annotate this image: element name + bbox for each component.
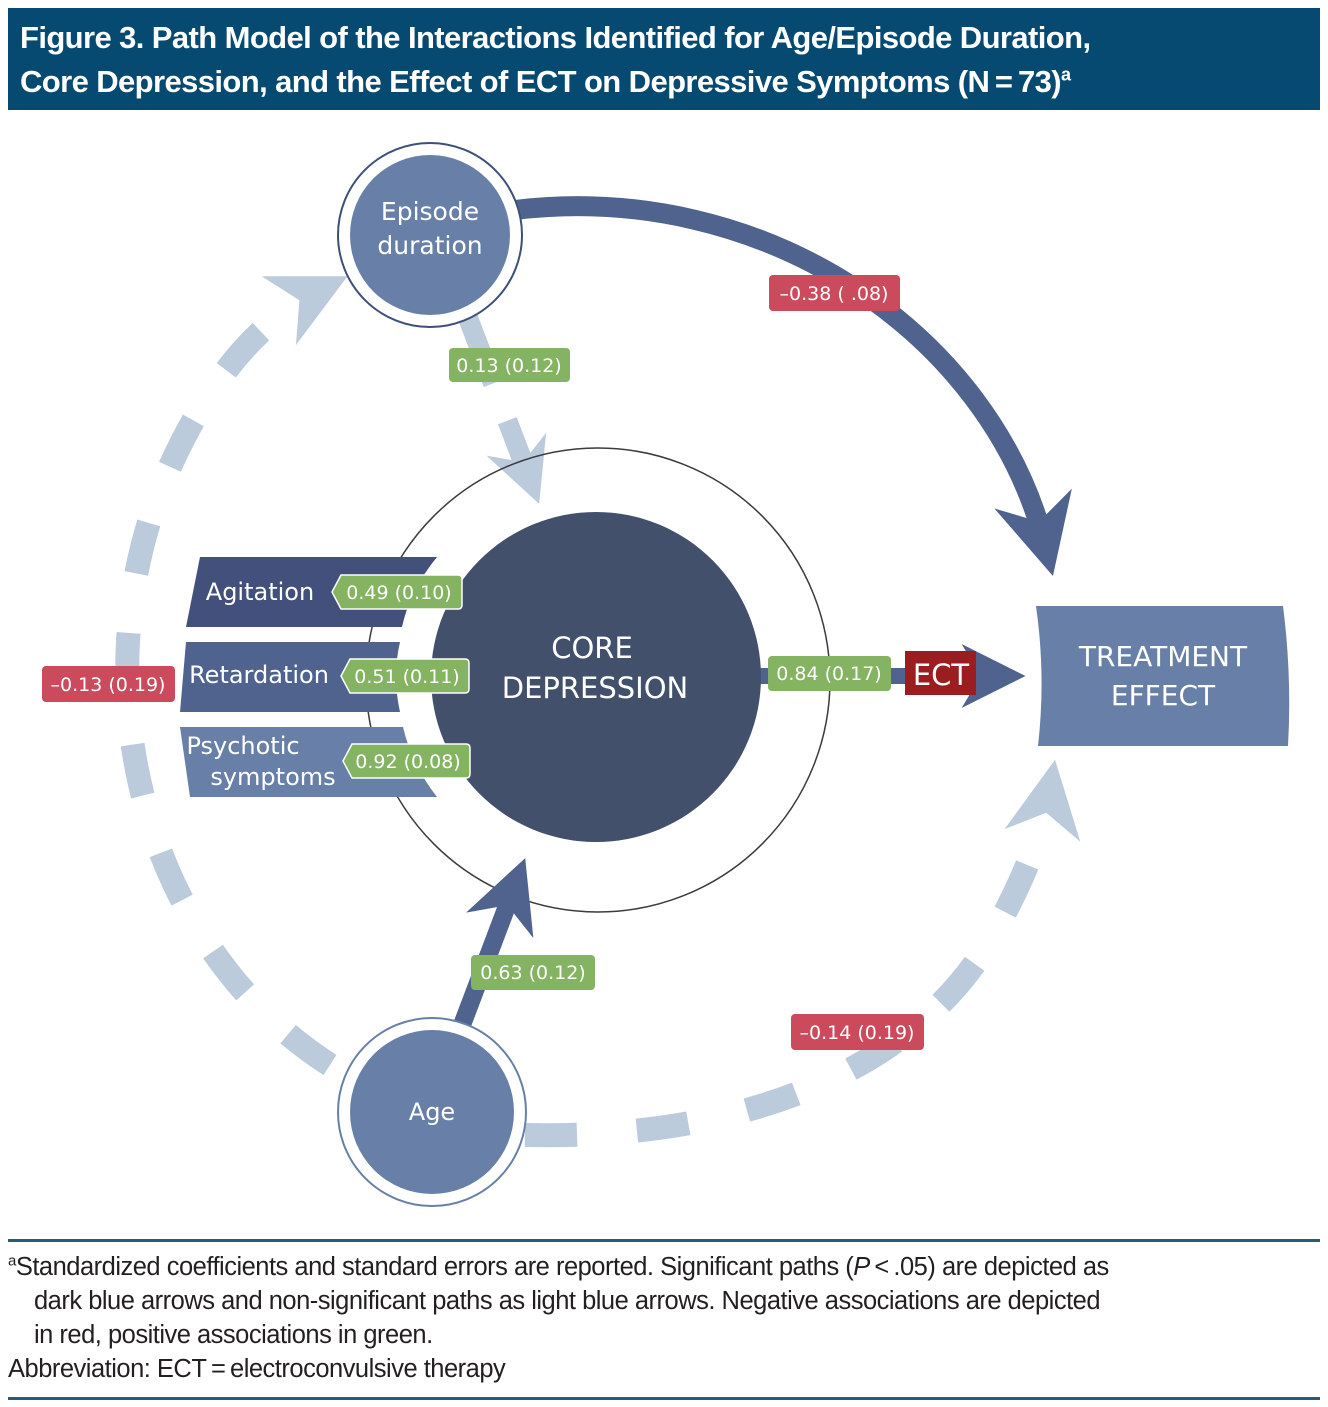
positive-tag [342, 743, 471, 779]
figure-title-line2: Core Depression, and the Effect of ECT o… [20, 64, 1071, 99]
coef-label-age-core: 0.63 (0.12) [471, 955, 595, 990]
dashed-arrow-age-to-treatment [524, 759, 1081, 1148]
positive-badge [471, 955, 595, 990]
coef-text: 0.84 (0.17) [776, 663, 881, 685]
footnote-line2: dark blue arrows and non-significant pat… [34, 1287, 1101, 1315]
path-model-diagram: Agitation Retardation Psychotic symptoms… [42, 142, 1290, 1207]
core-depression-circle [431, 512, 761, 842]
negative-badge [791, 1014, 924, 1050]
footnote-top-rule [8, 1239, 1320, 1242]
coef-label-age-treatment: –0.14 (0.19) [791, 1014, 924, 1050]
figure-footnote: aStandardized coefficients and standard … [8, 1250, 1320, 1386]
core-depression-node: CORE DEPRESSION [431, 512, 761, 842]
psychotic-label-line1: Psychotic [186, 732, 299, 760]
path-episode-to-core [458, 314, 547, 504]
path-episode-to-treatment [513, 196, 1072, 576]
age-node: Age [337, 1017, 527, 1207]
title-footnote-marker: a [1061, 64, 1071, 85]
coef-text: 0.49 (0.10) [346, 582, 451, 604]
treatment-effect-box [1036, 606, 1290, 746]
footnote-marker: a [8, 1252, 16, 1270]
episode-label-line1: Episode [381, 197, 479, 226]
core-label-line2: DEPRESSION [502, 671, 689, 705]
psychotic-label-line2: symptoms [210, 763, 335, 791]
coef-tag-retardation: 0.51 (0.11) [340, 658, 470, 694]
ect-box [905, 651, 976, 695]
positive-badge [768, 656, 891, 691]
footnote-line1: aStandardized coefficients and standard … [8, 1252, 1109, 1281]
coef-label-age-episode: –0.13 (0.19) [42, 666, 175, 702]
coef-tag-agitation: 0.49 (0.10) [331, 574, 463, 610]
footnote-line3: in red, positive associations in green. [34, 1321, 433, 1349]
core-label-line1: CORE [551, 631, 633, 665]
path-age-to-treatment [524, 759, 1081, 1148]
treatment-effect-node: TREATMENT EFFECT [1036, 606, 1290, 746]
ect-label: ECT [913, 658, 970, 692]
coef-label-episode-treatment: –0.38 ( .08) [769, 275, 900, 311]
path-age-to-episode [115, 276, 348, 1076]
symptom-retardation: Retardation [180, 642, 400, 712]
episode-duration-node: Episode duration [337, 142, 523, 328]
coef-text: –0.38 ( .08) [780, 283, 889, 305]
coef-text: 0.92 (0.08) [355, 751, 460, 773]
figure-title: Figure 3. Path Model of the Interactions… [8, 8, 1320, 110]
treatment-label-line1: TREATMENT [1078, 640, 1248, 673]
positive-badge [449, 348, 570, 382]
negative-badge [42, 666, 175, 702]
retardation-bar [180, 642, 400, 712]
dashed-arrow-episode-to-core [458, 314, 547, 504]
figure-title-line1: Figure 3. Path Model of the Interactions… [20, 20, 1091, 55]
coef-text: –0.14 (0.19) [800, 1022, 915, 1044]
negative-badge [769, 275, 900, 311]
coef-text: 0.13 (0.12) [456, 355, 561, 377]
coef-label-episode-core: 0.13 (0.12) [449, 348, 570, 382]
age-label: Age [409, 1098, 455, 1126]
episode-circle [350, 155, 510, 315]
footnote-bottom-rule [8, 1397, 1320, 1400]
coef-label-core-treatment: 0.84 (0.17) [768, 656, 891, 691]
agitation-label: Agitation [206, 578, 314, 606]
positive-tag [340, 658, 470, 694]
solid-arrow-episode-to-treatment [513, 196, 1072, 576]
positive-tag [331, 574, 463, 610]
episode-label-line2: duration [377, 231, 482, 260]
footnote-abbreviation: Abbreviation: ECT = electroconvulsive th… [8, 1355, 506, 1383]
ect-intervention: ECT [905, 651, 976, 695]
coef-tag-psychotic: 0.92 (0.08) [342, 743, 471, 779]
coef-text: 0.51 (0.11) [354, 666, 459, 688]
age-circle [350, 1030, 514, 1194]
dashed-arrow-age-to-episode [115, 276, 348, 1076]
coef-text: –0.13 (0.19) [51, 674, 166, 696]
coef-text: 0.63 (0.12) [480, 962, 585, 984]
retardation-label: Retardation [189, 661, 329, 689]
treatment-label-line2: EFFECT [1111, 679, 1216, 712]
